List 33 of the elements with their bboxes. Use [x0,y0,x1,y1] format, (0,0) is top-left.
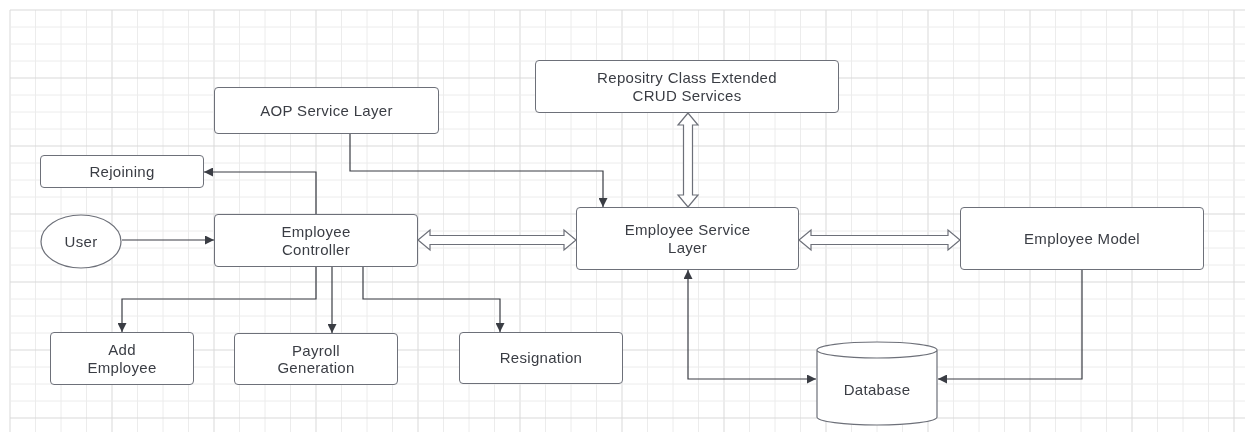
arrow [327,266,337,334]
process-box [214,214,418,267]
node-label: Employee Service Layer [623,221,752,256]
arrow [683,269,817,384]
node-label: Employee Controller [280,223,352,258]
double-arrow [417,228,577,252]
node-label: AOP Service Layer [260,101,393,120]
process-box [960,207,1204,270]
node-label: Employee Model [1024,229,1140,248]
database-cylinder [816,342,938,425]
node-label: Database [843,380,911,399]
arrow [937,269,1083,384]
node-label: Repositry Class Extended CRUD Services [596,69,778,104]
process-box [576,207,799,270]
double-arrow [676,112,700,208]
node-label: User [64,232,98,251]
process-box [459,332,623,384]
process-box [40,155,204,188]
arrow [349,133,608,208]
actor-circle [40,214,122,269]
node-label: Add Employee [86,341,158,376]
process-box [50,332,194,385]
arrow [362,266,505,333]
process-box [535,60,839,113]
process-box [234,333,398,385]
arrow [203,167,317,215]
double-arrow [798,228,961,252]
process-box [214,87,439,134]
node-label: Rejoining [89,162,155,181]
arrow [117,266,317,333]
node-label: Payroll Generation [276,341,356,377]
arrow [121,235,215,245]
node-label: Resignation [499,349,583,367]
